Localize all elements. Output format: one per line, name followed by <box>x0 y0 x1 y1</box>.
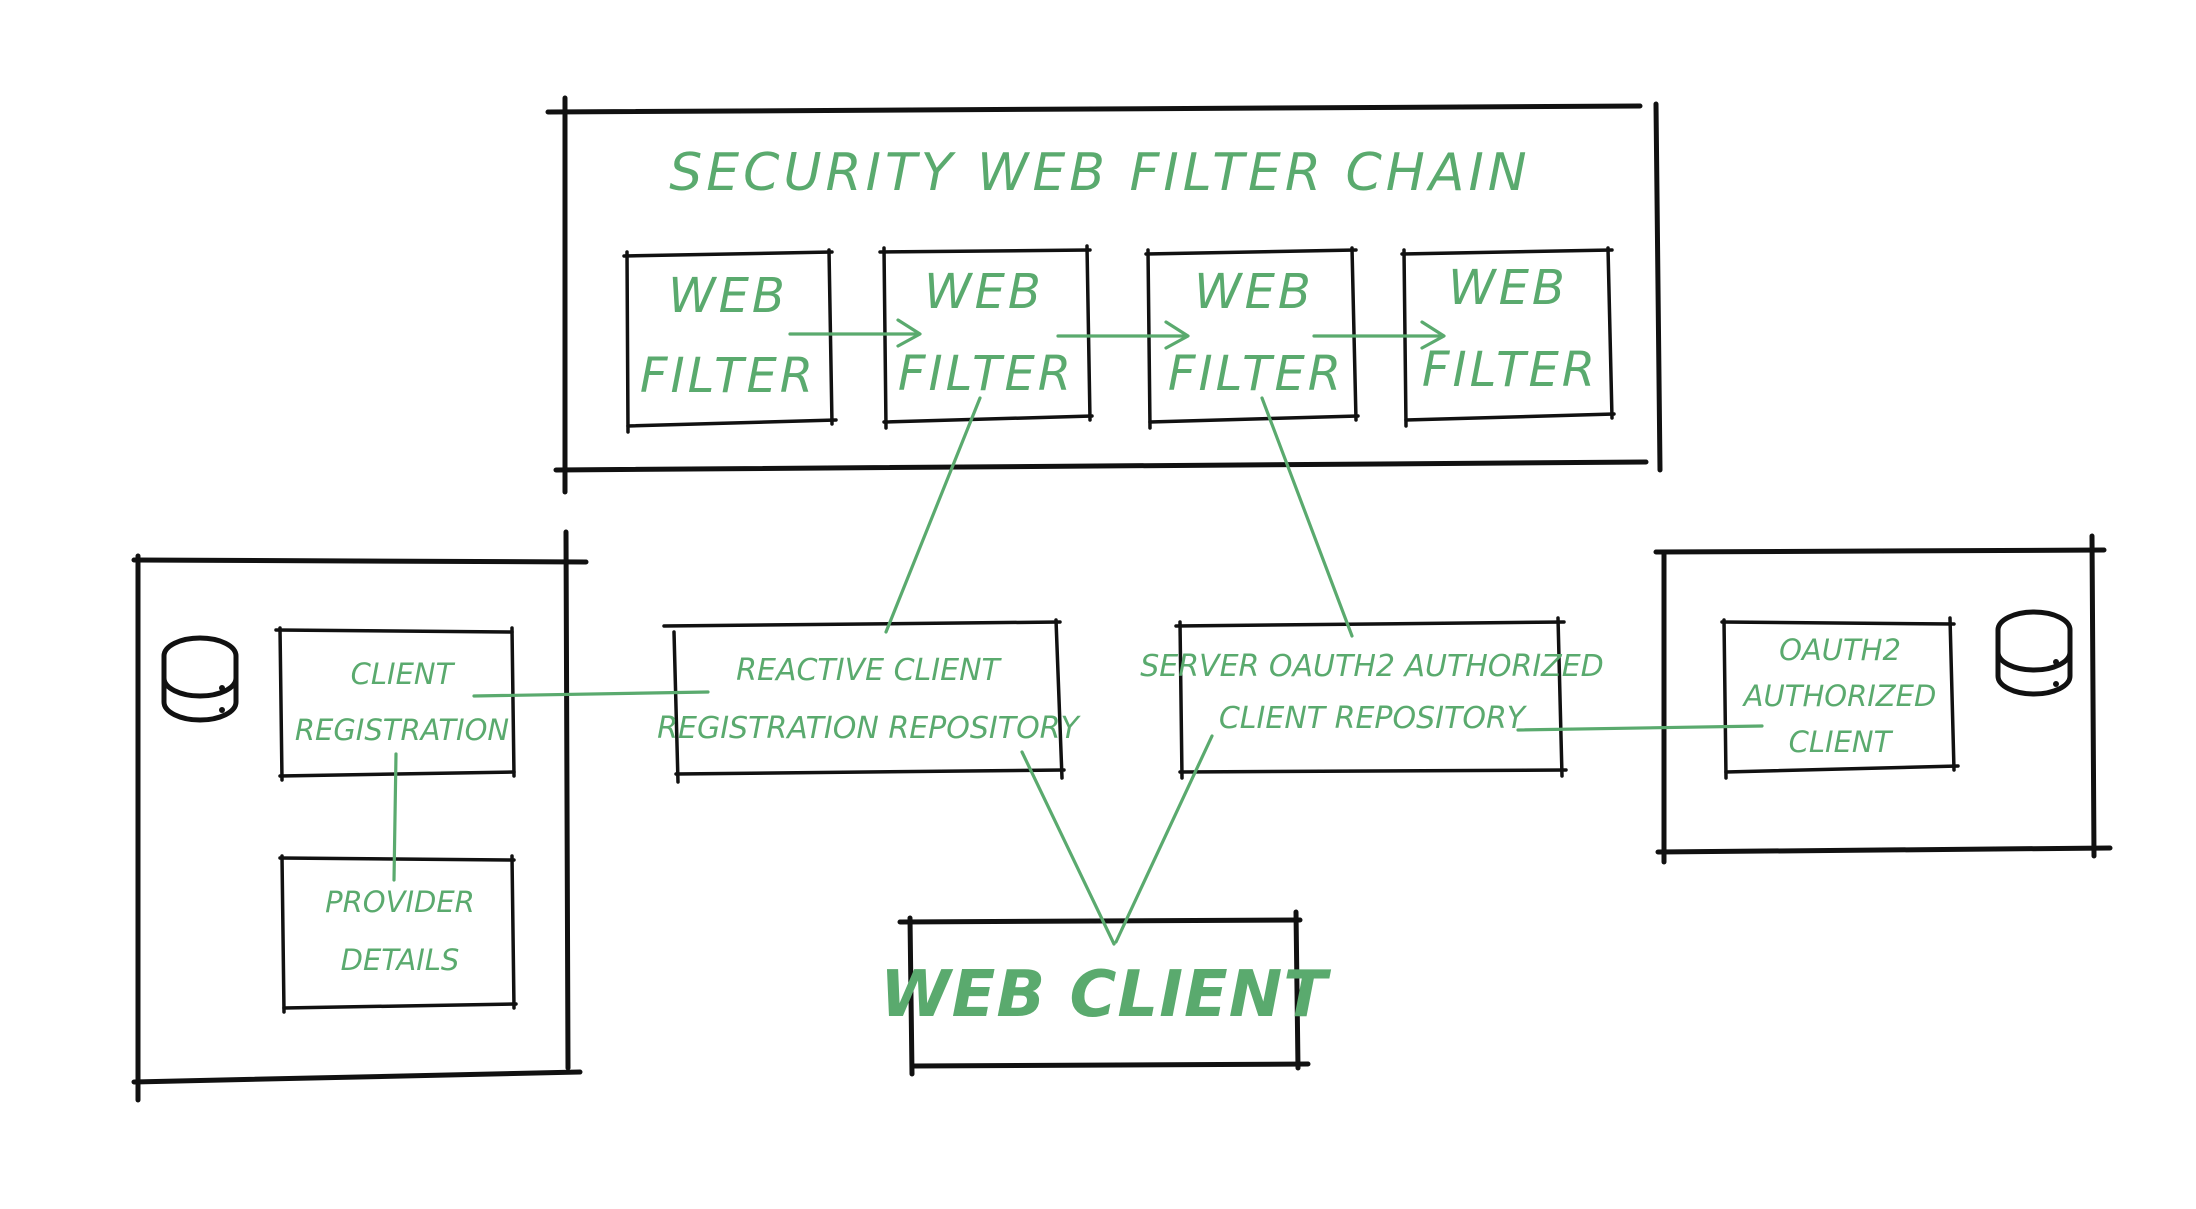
web-filter-3: WEB FILTER <box>1144 246 1360 430</box>
authorized-client-line3: CLIENT <box>1789 725 1894 759</box>
web-filter-1-line1: WEB <box>668 268 788 324</box>
left-store-container <box>131 529 589 1103</box>
connector-reactive-repo-to-web-client <box>1020 750 1116 946</box>
web-filter-2-line1: WEB <box>924 264 1044 320</box>
filter-arrow-3-4 <box>1312 320 1446 350</box>
authorized-client-line2: AUTHORIZED <box>1742 679 1937 713</box>
oauth2-authorized-client-box: OAUTH2 AUTHORIZED CLIENT <box>1720 616 1960 780</box>
web-client-label: WEB CLIENT <box>880 958 1331 1032</box>
web-filter-4-line1: WEB <box>1448 260 1568 316</box>
connector-client-registration-to-reactive-repo <box>472 690 710 698</box>
right-store-container <box>1653 533 2113 865</box>
connector-filter2-to-reactive-repo <box>884 396 982 634</box>
connector-filter3-to-server-repo <box>1260 396 1354 638</box>
client-registration-line1: CLIENT <box>351 657 456 691</box>
server-repo-line1: SERVER OAUTH2 AUTHORIZED <box>1140 649 1604 684</box>
client-registration-line2: REGISTRATION <box>295 713 509 747</box>
web-filter-2: WEB FILTER <box>878 244 1094 430</box>
reactive-client-registration-repository-box: REACTIVE CLIENT REGISTRATION REPOSITORY <box>657 618 1082 784</box>
database-icon <box>161 635 239 723</box>
server-repo-line2: CLIENT REPOSITORY <box>1219 701 1528 736</box>
web-filter-4-line2: FILTER <box>1422 342 1598 398</box>
web-client-box: WEB CLIENT <box>880 909 1331 1077</box>
authorized-client-line1: OAUTH2 <box>1779 633 1901 667</box>
web-filter-4: WEB FILTER <box>1400 246 1616 428</box>
web-filter-1-line2: FILTER <box>640 348 816 404</box>
database-icon <box>1995 609 2073 697</box>
connector-server-repo-to-web-client <box>1114 734 1214 944</box>
reactive-repo-line1: REACTIVE CLIENT <box>736 653 1002 688</box>
web-filter-2-line2: FILTER <box>898 346 1074 402</box>
web-filter-3-line1: WEB <box>1194 264 1314 320</box>
connector-client-registration-to-provider-details <box>392 752 398 882</box>
web-filter-3-line2: FILTER <box>1168 346 1344 402</box>
filter-arrow-2-3 <box>1056 320 1190 350</box>
web-filter-1: WEB FILTER <box>622 248 838 434</box>
filter-chain-container: SECURITY WEB FILTER CHAIN <box>545 95 1663 495</box>
filter-chain-title: SECURITY WEB FILTER CHAIN <box>669 143 1530 203</box>
connector-server-repo-to-authorized-client <box>1516 724 1764 732</box>
reactive-repo-line2: REGISTRATION REPOSITORY <box>657 711 1081 746</box>
server-oauth2-authorized-client-repository-box: SERVER OAUTH2 AUTHORIZED CLIENT REPOSITO… <box>1140 616 1604 780</box>
provider-details-box: PROVIDER DETAILS <box>278 854 518 1014</box>
provider-details-line2: DETAILS <box>341 943 460 977</box>
filter-arrow-1-2 <box>788 318 922 348</box>
provider-details-line1: PROVIDER <box>325 885 475 919</box>
